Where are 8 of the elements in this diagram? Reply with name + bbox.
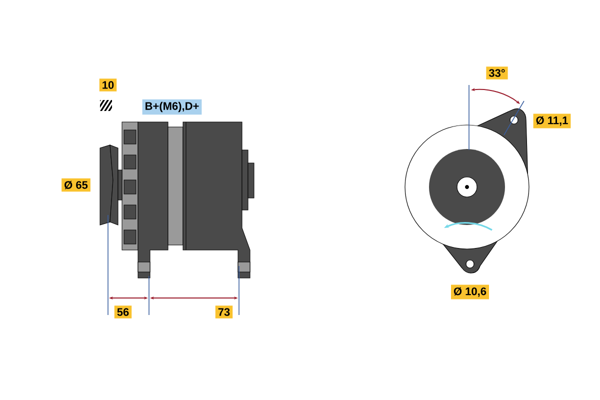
terminal-label: B+(M6),D+ — [142, 99, 202, 115]
dimension-label: Ø 65 — [62, 178, 90, 192]
dimension-label: 33° — [486, 66, 508, 80]
dimension-label: Ø 10,6 — [451, 284, 490, 300]
dimension-label: Ø 11,1 — [533, 114, 571, 128]
dimension-label: 10 — [99, 78, 117, 92]
dimension-label: 73 — [215, 306, 233, 318]
dimension-label: 56 — [114, 306, 132, 318]
